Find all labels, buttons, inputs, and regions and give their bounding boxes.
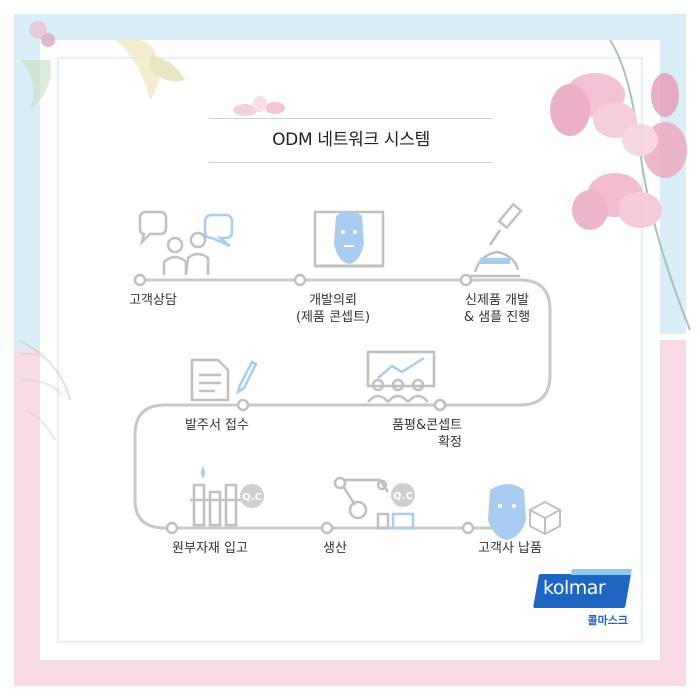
step-label-delivery: 고객사 납품 [478, 541, 542, 556]
mask-monitor-icon [313, 210, 385, 268]
materials-qc-icon: Q.C [190, 466, 264, 527]
microscope-icon [470, 202, 523, 278]
logo-brand-text: kolmar [543, 577, 606, 599]
step-label-development-request: 개발의뢰 (제품 콘셉트) [295, 293, 371, 325]
flower-title [233, 96, 285, 116]
presentation-icon [366, 350, 436, 403]
page-title: ODM 네트워크 시스템 [209, 118, 493, 163]
step-label-consultation: 고객상담 [129, 293, 177, 308]
step-label-production: 생산 [323, 541, 347, 556]
process-path [133, 278, 552, 530]
process-nodes [133, 273, 475, 535]
leaf-left [17, 339, 71, 441]
production-robot-icon: Q.C [333, 476, 415, 530]
consultation-icon [138, 210, 234, 276]
svg-text:Q.C: Q.C [242, 492, 262, 503]
kolmar-logo: kolmar 콜마스크 [533, 570, 631, 632]
delivery-mask-icon [488, 484, 563, 540]
svg-text:Q.C: Q.C [393, 491, 413, 502]
flower-top-right [550, 39, 691, 331]
order-document-icon [190, 358, 258, 402]
flower-top-left [20, 21, 185, 110]
step-label-new-product: 신제품 개발 & 샘플 진행 [463, 293, 531, 325]
step-label-order: 발주서 접수 [185, 418, 249, 433]
logo-sub-text: 콜마스크 [587, 614, 628, 627]
step-label-materials: 원부자재 입고 [172, 541, 248, 556]
step-label-concept-confirm: 품평&콘셉트 확정 [392, 418, 462, 450]
